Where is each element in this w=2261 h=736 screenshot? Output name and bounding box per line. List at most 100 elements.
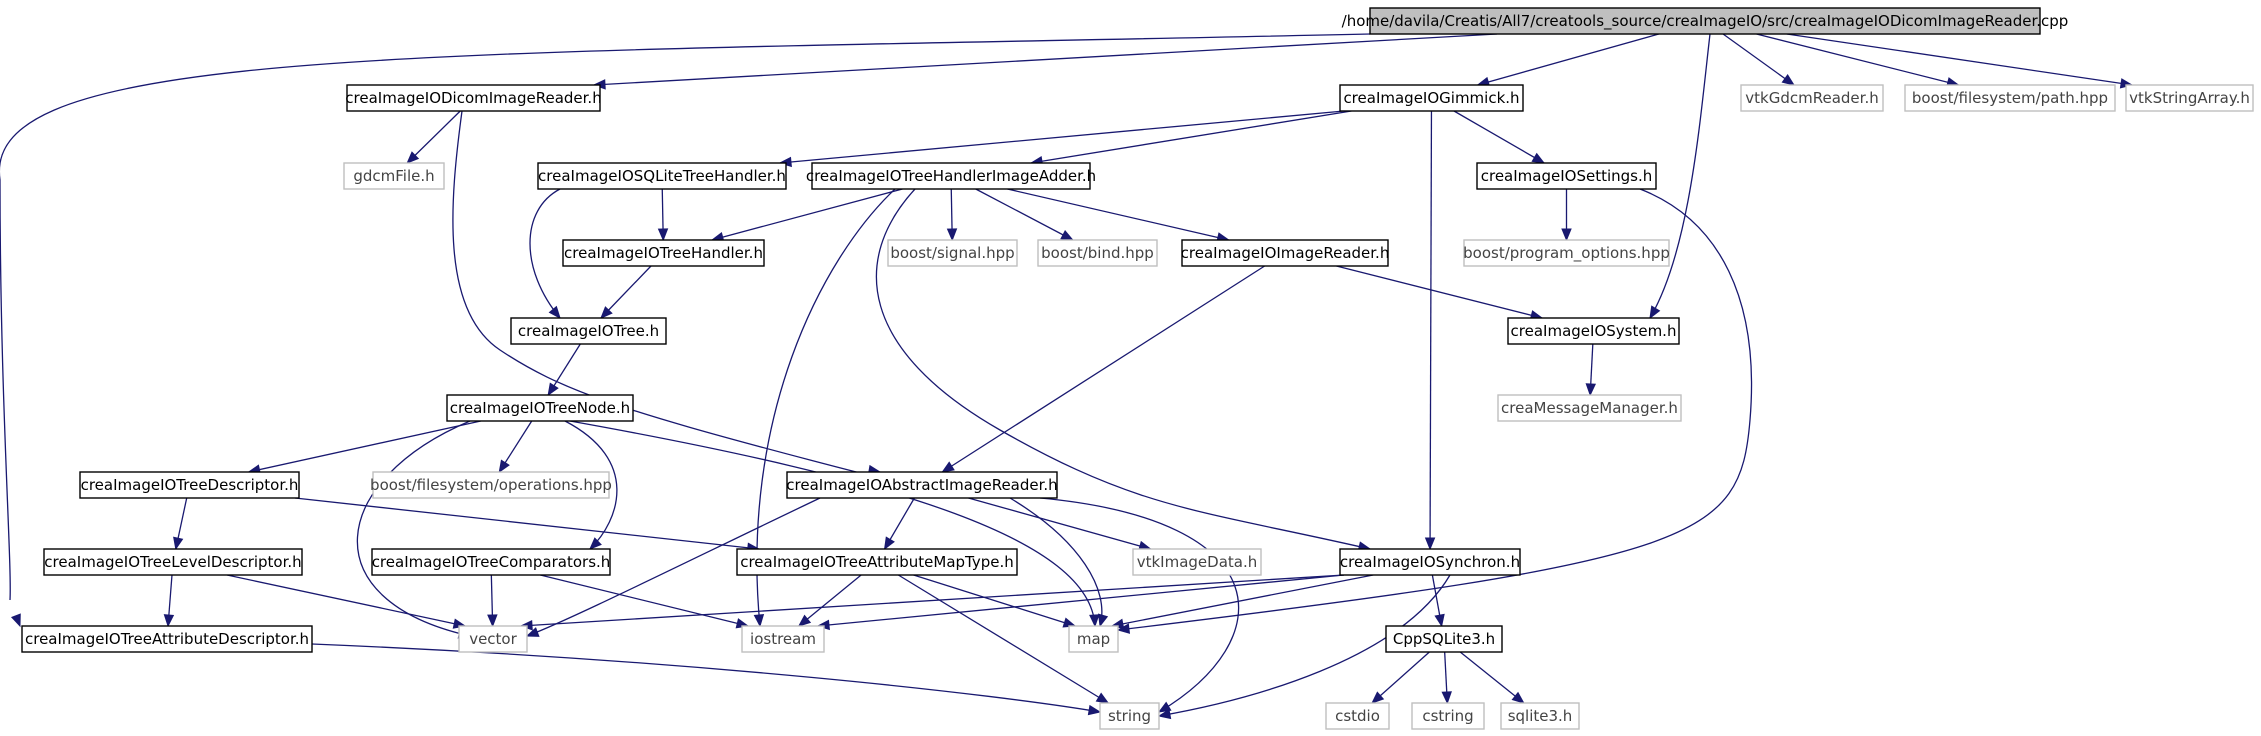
node-sqlite[interactable]: creaImageIOSQLiteTreeHandler.h xyxy=(537,162,787,190)
dependency-edge-levelDesc-to-attrDesc xyxy=(163,574,175,628)
node-box[interactable] xyxy=(1037,239,1158,267)
node-treeHandler[interactable]: creaImageIOTreeHandler.h xyxy=(562,239,765,267)
arrowhead xyxy=(883,536,895,551)
node-vector[interactable]: vector xyxy=(458,625,528,653)
node-msgMgr[interactable]: creaMessageManager.h xyxy=(1497,394,1682,422)
node-synchron[interactable]: creaImageIOSynchron.h xyxy=(1339,548,1521,576)
node-box[interactable] xyxy=(1099,702,1160,730)
node-box[interactable] xyxy=(1463,239,1670,267)
node-label: cstring xyxy=(1422,707,1473,725)
dependency-edge-treeNode-to-fsops xyxy=(498,420,533,474)
node-box[interactable] xyxy=(346,84,601,112)
node-box[interactable] xyxy=(1339,84,1524,112)
node-box[interactable] xyxy=(21,625,313,653)
node-root[interactable]: /home/davila/Creatis/All7/creatools_sour… xyxy=(1342,7,2069,35)
node-box[interactable] xyxy=(786,471,1058,499)
node-iostream[interactable]: iostream xyxy=(741,625,825,653)
node-vtkGdcm[interactable]: vtkGdcmReader.h xyxy=(1740,84,1884,112)
node-system[interactable]: creaImageIOSystem.h xyxy=(1507,317,1680,345)
node-box[interactable] xyxy=(510,317,667,345)
dependency-edge-absReader-to-string xyxy=(1039,497,1240,713)
node-box[interactable] xyxy=(887,239,1018,267)
node-vtkImg[interactable]: vtkImageData.h xyxy=(1132,548,1262,576)
node-box[interactable] xyxy=(1339,548,1521,576)
arrowhead xyxy=(548,305,561,320)
dependency-edge-attrDesc-to-string xyxy=(311,643,1102,716)
node-adder[interactable]: creaImageIOTreeHandlerImageAdder.h xyxy=(806,162,1096,190)
node-label: gdcmFile.h xyxy=(353,167,434,185)
node-absReader[interactable]: creaImageIOAbstractImageReader.h xyxy=(786,471,1058,499)
node-box[interactable] xyxy=(811,162,1091,190)
node-box[interactable] xyxy=(43,548,303,576)
node-settings[interactable]: creaImageIOSettings.h xyxy=(1476,162,1657,190)
dependency-edge-root-to-vtkStr xyxy=(1786,33,2134,89)
node-label: vtkImageData.h xyxy=(1137,553,1258,571)
node-box[interactable] xyxy=(1132,548,1262,576)
edge-line xyxy=(1649,33,1711,319)
node-levelDesc[interactable]: creaImageIOTreeLevelDescriptor.h xyxy=(43,548,303,576)
node-gimmick[interactable]: creaImageIOGimmick.h xyxy=(1339,84,1524,112)
node-box[interactable] xyxy=(736,548,1018,576)
node-cppsqlite[interactable]: CppSQLite3.h xyxy=(1385,625,1503,653)
node-dicomReader[interactable]: creaImageIODicomImageReader.h xyxy=(345,84,602,112)
node-bind[interactable]: boost/bind.hpp xyxy=(1037,239,1158,267)
arrowhead xyxy=(1424,537,1436,551)
node-box[interactable] xyxy=(1476,162,1657,190)
node-box[interactable] xyxy=(1325,702,1390,730)
node-sqlite3[interactable]: sqlite3.h xyxy=(1500,702,1580,730)
node-box[interactable] xyxy=(537,162,787,190)
arrowhead xyxy=(1781,74,1796,86)
node-box[interactable] xyxy=(458,625,528,653)
arrowhead xyxy=(1098,613,1109,628)
arrowhead xyxy=(1095,692,1110,704)
node-fspath[interactable]: boost/filesystem/path.hpp xyxy=(1904,84,2116,112)
node-string[interactable]: string xyxy=(1099,702,1160,730)
dependency-edge-attrMap-to-iostream xyxy=(797,574,862,627)
dependency-edge-root-to-vtkGdcm xyxy=(1722,33,1796,86)
node-box[interactable] xyxy=(1507,317,1680,345)
node-signal[interactable]: boost/signal.hpp xyxy=(887,239,1018,267)
node-treeDesc[interactable]: creaImageIOTreeDescriptor.h xyxy=(79,471,300,499)
dependency-edge-adder-to-iostream xyxy=(753,188,896,628)
node-cstring[interactable]: cstring xyxy=(1411,702,1485,730)
node-label: creaImageIOTreeComparators.h xyxy=(372,553,611,571)
node-box[interactable] xyxy=(1385,625,1503,653)
node-box[interactable] xyxy=(1740,84,1884,112)
node-box[interactable] xyxy=(371,548,611,576)
node-box[interactable] xyxy=(1500,702,1580,730)
node-box[interactable] xyxy=(1181,239,1389,267)
node-fsops[interactable]: boost/filesystem/operations.hpp xyxy=(370,471,612,499)
node-gdcmFile[interactable]: gdcmFile.h xyxy=(343,162,445,190)
edge-line xyxy=(540,574,749,627)
node-treeNode[interactable]: creaImageIOTreeNode.h xyxy=(446,394,634,422)
node-box[interactable] xyxy=(741,625,825,653)
node-label: map xyxy=(1077,630,1110,648)
edge-line xyxy=(1336,265,1543,319)
node-box[interactable] xyxy=(446,394,634,422)
node-box[interactable] xyxy=(372,471,610,499)
edge-line xyxy=(975,188,1074,241)
node-box[interactable] xyxy=(2125,84,2254,112)
edge-line xyxy=(294,497,759,550)
node-box[interactable] xyxy=(343,162,445,190)
node-box[interactable] xyxy=(1497,394,1682,422)
node-box[interactable] xyxy=(1904,84,2116,112)
node-box[interactable] xyxy=(1068,625,1119,653)
node-box[interactable] xyxy=(562,239,765,267)
dependency-edge-adder-to-bind xyxy=(975,188,1074,241)
node-cstdio[interactable]: cstdio xyxy=(1325,702,1390,730)
node-progopt[interactable]: boost/program_options.hpp xyxy=(1463,239,1670,267)
dependency-edge-gimmick-to-synchron xyxy=(1424,110,1436,551)
node-comparators[interactable]: creaImageIOTreeComparators.h xyxy=(371,548,611,576)
node-attrDesc[interactable]: creaImageIOTreeAttributeDescriptor.h xyxy=(21,625,313,653)
node-vtkStr[interactable]: vtkStringArray.h xyxy=(2125,84,2254,112)
node-map[interactable]: map xyxy=(1068,625,1119,653)
node-tree[interactable]: creaImageIOTree.h xyxy=(510,317,667,345)
node-box[interactable] xyxy=(1411,702,1485,730)
node-attrMap[interactable]: creaImageIOTreeAttributeMapType.h xyxy=(736,548,1018,576)
node-box[interactable] xyxy=(79,471,300,499)
node-label: boost/signal.hpp xyxy=(890,244,1014,262)
node-box[interactable] xyxy=(1369,7,2041,35)
node-imgReader[interactable]: creaImageIOImageReader.h xyxy=(1181,239,1390,267)
